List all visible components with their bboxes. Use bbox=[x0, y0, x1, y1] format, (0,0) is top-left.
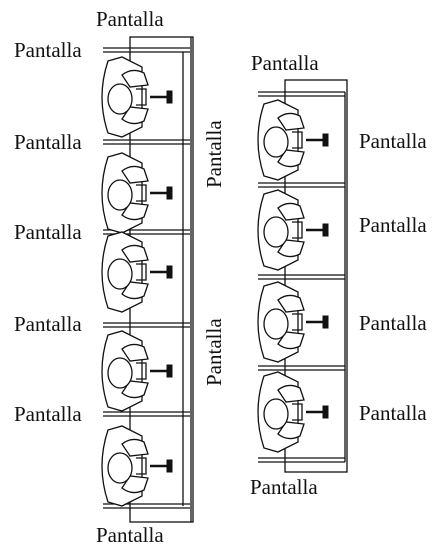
left-workstation-1 bbox=[100, 55, 174, 139]
right-cluster-frame bbox=[284, 79, 348, 473]
label-left-2: Pantalla bbox=[14, 130, 82, 154]
label-left-4: Pantalla bbox=[14, 312, 82, 336]
label-left-1: Pantalla bbox=[14, 38, 82, 62]
label-left-5: Pantalla bbox=[14, 402, 82, 426]
label-left-top: Pantalla bbox=[96, 7, 164, 31]
labels: Pantalla Pantalla Pantalla Pantalla Pant… bbox=[14, 7, 427, 547]
left-workstation-2 bbox=[100, 151, 174, 235]
right-workstation-1 bbox=[256, 98, 330, 182]
label-right-4: Pantalla bbox=[359, 401, 427, 425]
label-right-2: Pantalla bbox=[359, 213, 427, 237]
label-right-3: Pantalla bbox=[359, 311, 427, 335]
label-right-bottom: Pantalla bbox=[250, 475, 318, 499]
right-workstation-3 bbox=[256, 280, 330, 364]
label-right-top: Pantalla bbox=[251, 51, 319, 75]
left-workstation-5 bbox=[100, 424, 174, 508]
left-workstation-4 bbox=[100, 329, 174, 413]
label-left-vertical-1: Pantalla bbox=[202, 120, 226, 188]
right-workstation-cluster bbox=[256, 79, 348, 473]
label-right-1: Pantalla bbox=[359, 129, 427, 153]
left-workstation-3 bbox=[100, 230, 174, 314]
label-left-3: Pantalla bbox=[14, 220, 82, 244]
left-workstation-cluster bbox=[100, 36, 194, 523]
label-left-vertical-2: Pantalla bbox=[202, 318, 226, 386]
right-workstation-2 bbox=[256, 188, 330, 272]
label-left-bottom: Pantalla bbox=[96, 523, 164, 547]
right-workstation-4 bbox=[256, 370, 330, 454]
right-partitions bbox=[258, 91, 345, 463]
